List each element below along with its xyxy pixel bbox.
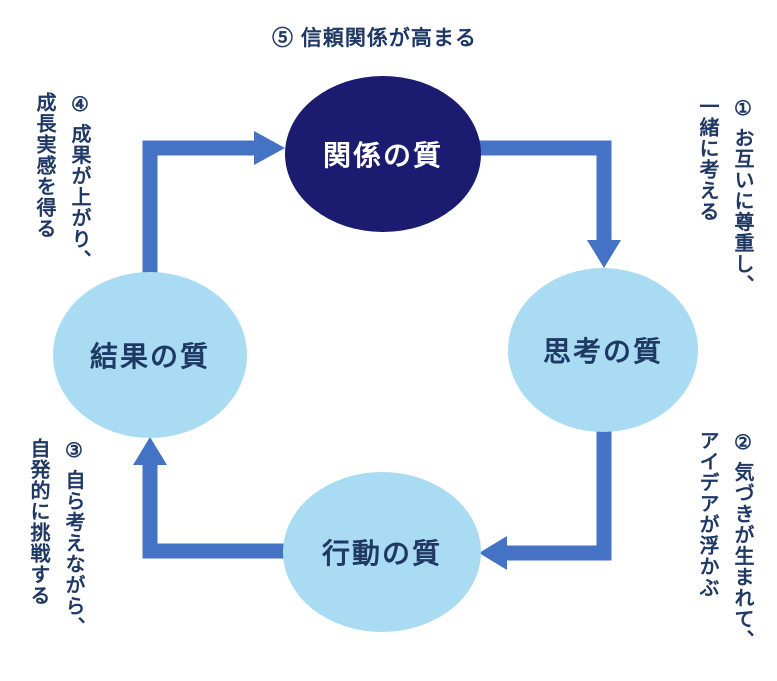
node-thinking-quality: 思考の質: [508, 268, 698, 432]
annotation-step3-voluntary-challenge: ③ 自ら考えながら、 自発的に挑戦する: [27, 438, 84, 638]
node-relationship-quality: 関係の質: [285, 76, 481, 232]
node-action-quality: 行動の質: [283, 472, 481, 632]
annotation-step5-trust-grows: ⑤ 信頼関係が高まる: [272, 27, 477, 50]
node-result-quality: 結果の質: [53, 272, 247, 438]
annotation-step2-ideas-emerge: ② 気づきが生まれて、 アイデアが浮かぶ: [696, 430, 753, 651]
arrow-result-to-relation: [142, 131, 285, 280]
arrow-thinking-to-action: [479, 426, 612, 570]
arrow-relation-to-thinking: [468, 140, 621, 268]
arrow-action-to-result: [133, 437, 290, 559]
annotation-step4-results-improve: ④ 成果が上がり、 成長実感を得る: [33, 92, 90, 271]
annotation-step1-mutual-respect: ① お互いに尊重し、 一緒に考える: [696, 96, 753, 296]
